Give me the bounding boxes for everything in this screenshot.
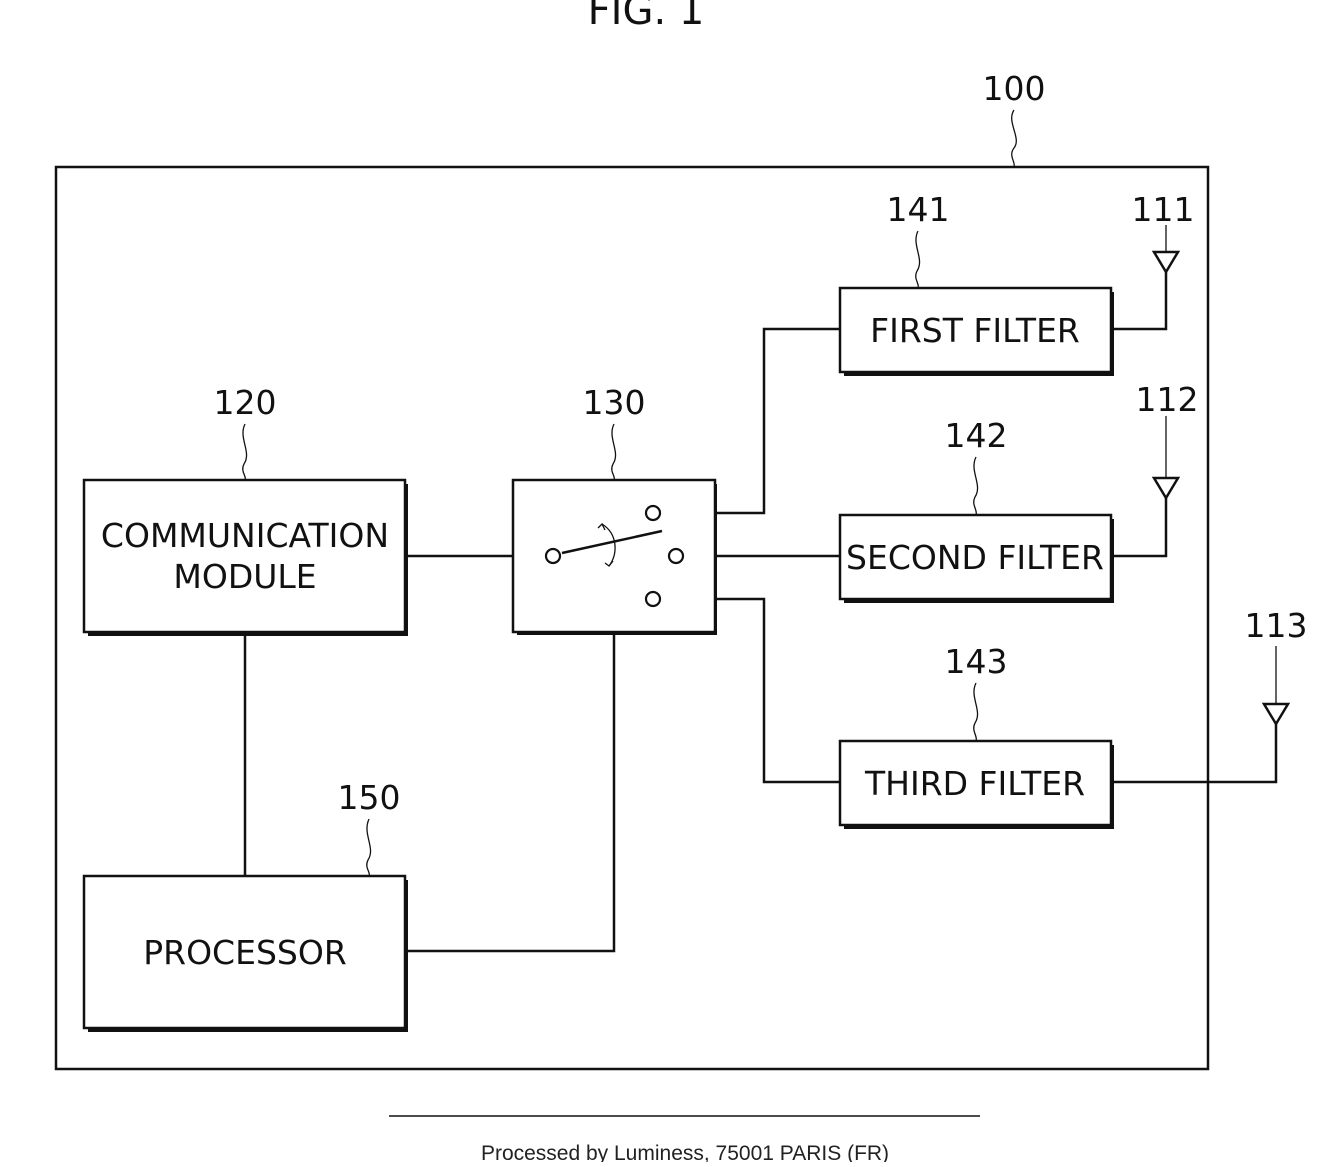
third-filter-label: THIRD FILTER [864,764,1085,803]
first-filter-ref: 141 [887,190,950,229]
processor-ref: 150 [338,778,401,817]
switch-common-terminal [546,549,560,563]
antenna-113-ref: 113 [1245,606,1308,645]
communication-module-box [84,480,405,632]
comm-module-label-line1: COMMUNICATION [101,516,389,555]
second-filter-label: SECOND FILTER [846,538,1104,577]
comm-module-label-line2: MODULE [173,557,316,596]
processor-label: PROCESSOR [143,933,347,972]
antenna-111-ref: 111 [1132,190,1195,229]
device-ref: 100 [983,69,1046,108]
first-filter-label: FIRST FILTER [870,311,1080,350]
comm-module-ref: 120 [214,383,277,422]
switch-terminal-3 [646,592,660,606]
footer-text: Processed by Luminess, 75001 PARIS (FR) [481,1142,889,1162]
switch-terminal-1 [646,506,660,520]
antenna-113-icon [1264,704,1288,724]
second-filter-ref: 142 [945,416,1008,455]
third-filter-ref: 143 [945,642,1008,681]
device-ref-leader [1012,110,1017,167]
antenna-112-ref: 112 [1136,380,1199,419]
switch-terminal-2 [669,549,683,563]
figure-title: FIG. 1 [588,0,705,34]
switch-ref: 130 [583,383,646,422]
